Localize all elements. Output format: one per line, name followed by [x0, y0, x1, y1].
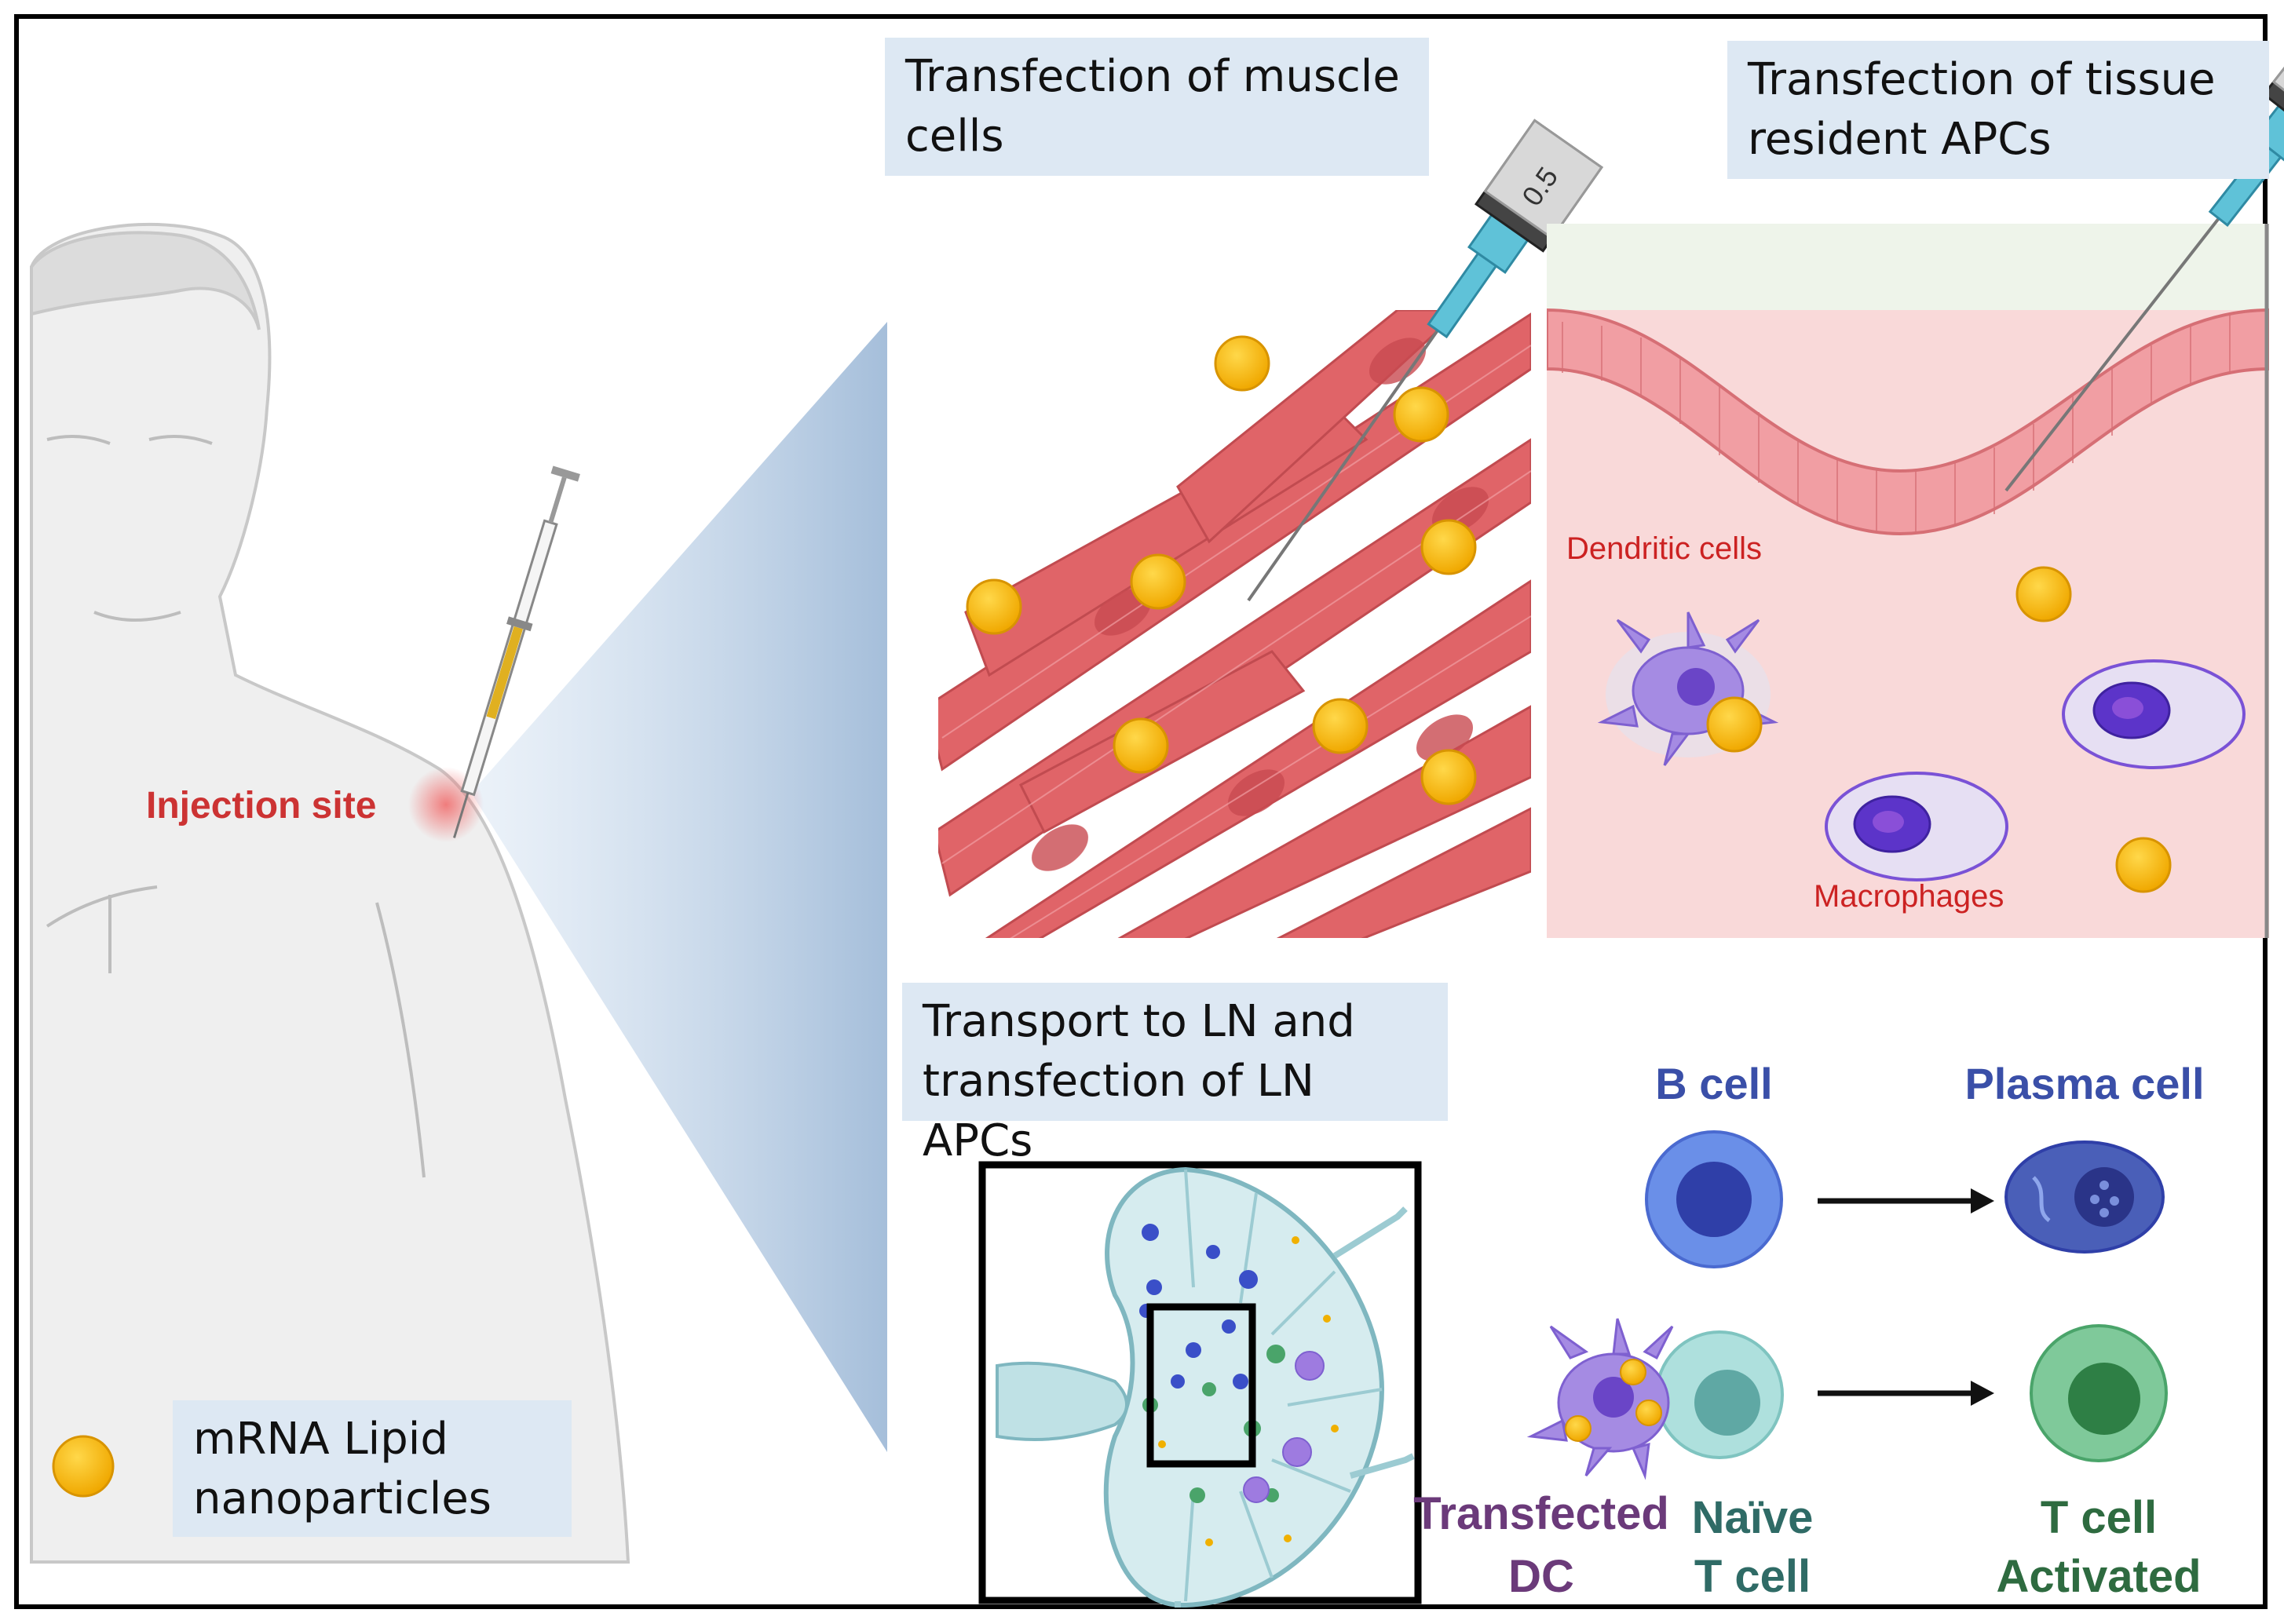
legend-text-line1: mRNA Lipid: [193, 1414, 448, 1465]
ln-title-box: Transport to LN and transfection of LN A…: [902, 983, 1448, 1166]
zoom-beam: [471, 322, 887, 1452]
tissue-title-box: Transfection of tissue resident APCs: [1727, 41, 2269, 179]
lymph-node-zoom-box: [1146, 1303, 1256, 1468]
t-cell-activated-label-line1: T cell: [2041, 1492, 2157, 1543]
ln-title-line1: Transport to LN and: [923, 996, 1355, 1047]
transfected-dc: [1526, 1318, 1674, 1480]
dendritic-cells-label: Dendritic cells: [1566, 531, 1762, 566]
naive-t-cell: [1655, 1330, 1784, 1459]
macrophages-label: Macrophages: [1814, 879, 2004, 914]
activated-t-cell: [2030, 1324, 2168, 1462]
arrow-naive-to-activated: [1818, 1381, 1994, 1406]
lymph-node: [996, 1166, 1415, 1608]
legend-nanoparticle-icon: [52, 1435, 115, 1498]
muscle-title-line1: Transfection of muscle: [905, 51, 1400, 102]
muscle-nanoparticles: [966, 335, 1477, 805]
body-syringe: [453, 465, 580, 838]
injection-site-label: Injection site: [146, 785, 376, 827]
arrow-b-to-plasma: [1818, 1188, 1994, 1213]
tissue-title-line1: Transfection of tissue: [1748, 54, 2216, 105]
macrophage-1: [2062, 659, 2246, 769]
ln-title-line2: transfection of LN APCs: [923, 1056, 1314, 1166]
b-cell: [1645, 1130, 1783, 1268]
transfected-dc-label-line2: DC: [1508, 1551, 1574, 1602]
tissue-title-line2: resident APCs: [1748, 114, 2052, 165]
plasma-cell: [2004, 1140, 2165, 1254]
muscle-title-line2: cells: [905, 111, 1004, 162]
macrophage-2: [1825, 772, 2008, 881]
naive-t-cell-label-line2: T cell: [1694, 1551, 1811, 1602]
tissue-nanoparticles: [1706, 566, 2172, 893]
human-body: [30, 222, 630, 1564]
legend-text-line2: nanoparticles: [193, 1473, 492, 1524]
legend-box: mRNA Lipid nanoparticles: [173, 1400, 572, 1537]
muscle-syringe: 0.5: [1247, 119, 1603, 602]
b-cell-label: B cell: [1655, 1059, 1772, 1108]
muscle-tissue: [938, 310, 1531, 938]
naive-t-cell-label-line1: Naïve: [1692, 1492, 1814, 1543]
t-cell-activated-label-line2: Activated: [1996, 1551, 2201, 1602]
dendritic-cell: [1597, 611, 1779, 766]
muscle-title-box: Transfection of muscle cells: [885, 38, 1429, 176]
plasma-cell-label: Plasma cell: [1964, 1059, 2204, 1108]
transfected-dc-label-line1: Transfected: [1413, 1488, 1669, 1539]
